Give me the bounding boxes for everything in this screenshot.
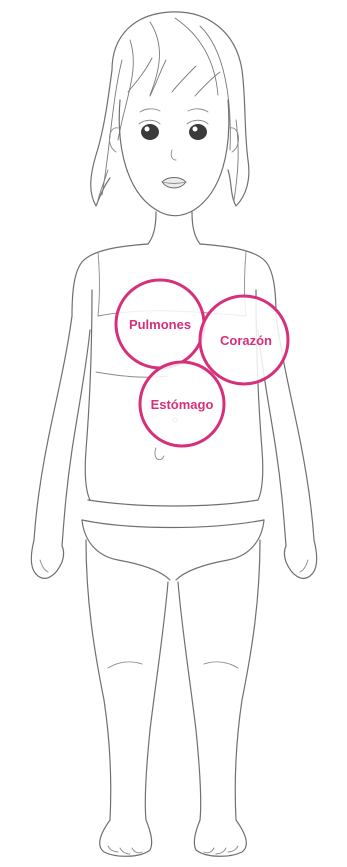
organ-lungs-marker: Pulmones [116, 280, 204, 368]
organ-heart-label: Corazón [220, 333, 272, 348]
child-head [91, 12, 249, 216]
organ-stomach-marker: Estómago [140, 362, 224, 446]
child-legs [86, 540, 260, 856]
organ-stomach-label: Estómago [151, 397, 214, 412]
organ-lungs-label: Pulmones [129, 317, 191, 332]
organ-heart-marker: Corazón [200, 296, 288, 384]
child-underwear [82, 500, 264, 580]
